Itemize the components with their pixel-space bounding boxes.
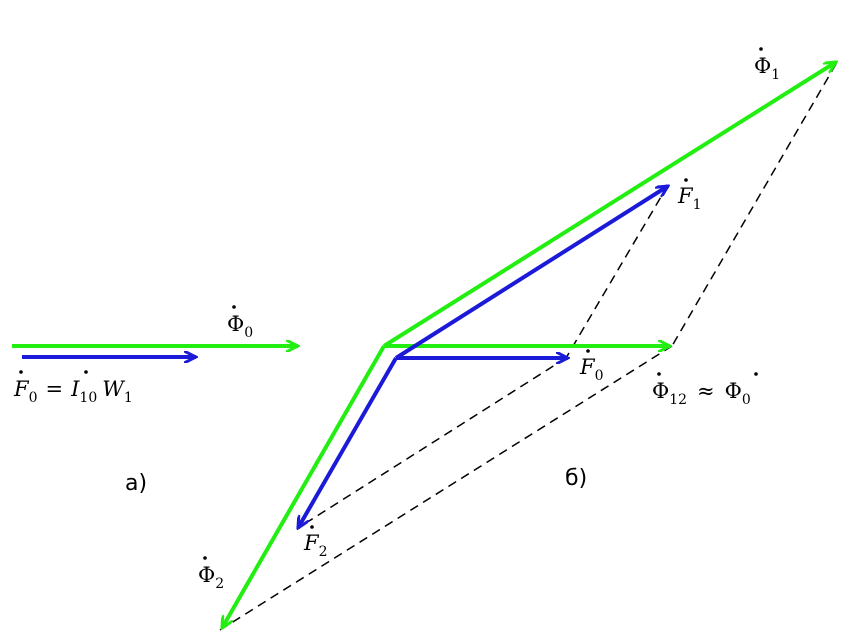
f2-label: F2 (303, 525, 328, 560)
dot-mark (203, 556, 207, 560)
flux-phi0-label-a: Φ0 (227, 305, 253, 341)
dot-mark (586, 349, 590, 353)
dash-phi1-to-phi12 (671, 63, 837, 347)
dot-mark (754, 372, 758, 376)
phi12-approx-phi0-label: Φ12≈Φ0 (652, 372, 758, 408)
phi2-label: Φ2 (198, 556, 224, 592)
svg-text:F1: F1 (677, 184, 702, 213)
flux-phi2-vector (220, 345, 386, 628)
mmf-f1-vector (394, 186, 668, 360)
dash-f1-to-f0 (565, 184, 669, 359)
svg-text:Φ2: Φ2 (198, 563, 224, 592)
dash-phi12-to-phi2 (219, 345, 673, 631)
dot-mark (310, 525, 314, 529)
f1-label: F1 (677, 178, 702, 213)
phi1-label: Φ1 (754, 47, 780, 83)
caption-a: а) (125, 471, 147, 496)
f0-label: F0 (579, 349, 604, 384)
svg-text:F2: F2 (303, 531, 328, 560)
svg-text:Φ1: Φ1 (754, 54, 780, 83)
construction-lines (219, 63, 837, 631)
svg-text:F0: F0 (579, 355, 604, 384)
dot-mark (84, 370, 88, 374)
panel-b: Φ1 F1 F0 Φ12≈Φ0 F2 Φ2 б) (198, 47, 836, 630)
dash-f0-to-f2 (297, 357, 567, 529)
caption-b: б) (565, 466, 587, 491)
flux-phi1-vector (382, 62, 836, 348)
dot-mark (232, 305, 236, 309)
dot-mark (657, 372, 661, 376)
svg-text:Φ12≈Φ0: Φ12≈Φ0 (652, 379, 751, 408)
dot-mark (684, 178, 688, 182)
dot-mark (759, 47, 763, 51)
dot-mark (19, 370, 23, 374)
svg-text:Φ0: Φ0 (227, 312, 253, 341)
mmf-f2-vector (296, 357, 398, 528)
